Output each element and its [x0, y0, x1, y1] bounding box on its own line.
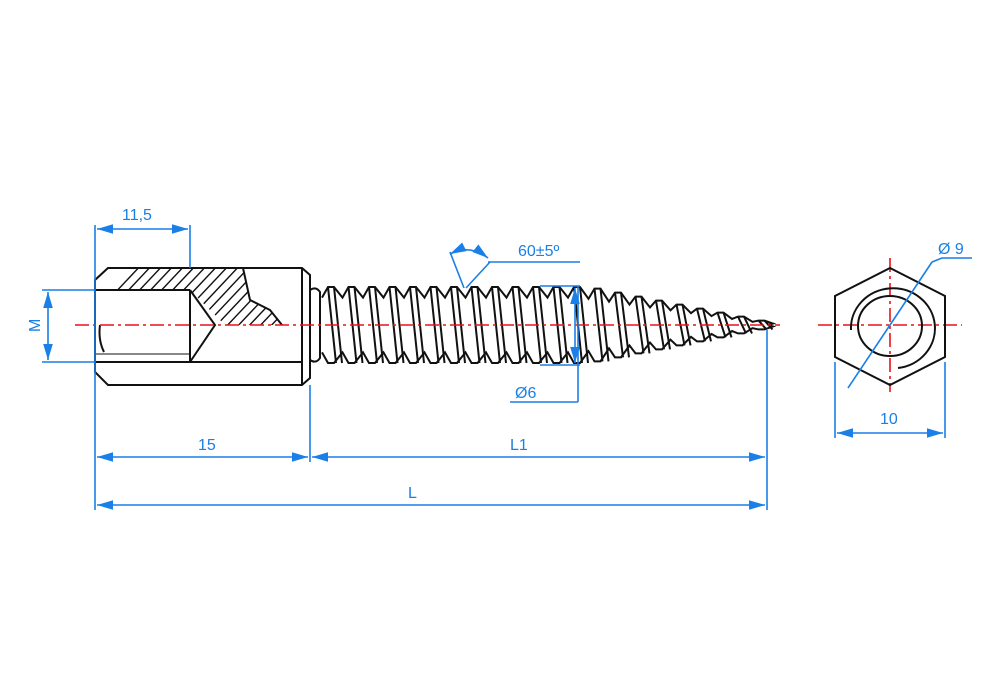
thread-size-label: M [27, 319, 44, 332]
hatch-line [134, 268, 190, 290]
socket-depth-label: 11,5 [122, 207, 152, 224]
hatch-line [190, 268, 233, 325]
shank-diameter-label: Ø6 [515, 385, 536, 402]
thread-crest [716, 312, 727, 338]
screw-length-label: L1 [510, 437, 528, 454]
total-length-label: L [408, 485, 417, 502]
hatch-line [101, 268, 167, 290]
thread-crest [511, 286, 522, 364]
hatch-line [266, 268, 282, 325]
thread-crest [743, 316, 753, 334]
hex-width-label: 10 [880, 411, 898, 428]
thread-crest [491, 286, 501, 364]
hatch-line [95, 268, 156, 290]
thread-angle-label: 60±5º [518, 243, 559, 260]
thread-crest [394, 286, 405, 364]
dimensions: 11,5 M 15 L1 L Ø6 60±5º [27, 207, 768, 510]
hatch-line [95, 268, 145, 290]
thread-crest [593, 288, 604, 362]
hatch-line [190, 268, 211, 325]
hatch-line [190, 268, 222, 325]
thread-crest [368, 286, 378, 364]
coupling-head [94, 267, 311, 386]
hatch-line [123, 268, 189, 290]
thread-crest [737, 316, 747, 334]
hatch-line [112, 268, 178, 290]
thread-crest [517, 286, 528, 364]
hatch-line [255, 268, 282, 325]
head-length-label: 15 [198, 437, 216, 454]
thread-crest [409, 286, 419, 364]
hatch-line [190, 268, 244, 325]
thread-profile-top [321, 286, 777, 326]
hex-end-view: Ø 9 10 [834, 241, 972, 438]
thread-crest [634, 296, 645, 354]
hex-bore-label: Ø 9 [938, 241, 964, 258]
thread-profile-bottom [321, 324, 777, 364]
thread-crest [435, 286, 446, 364]
